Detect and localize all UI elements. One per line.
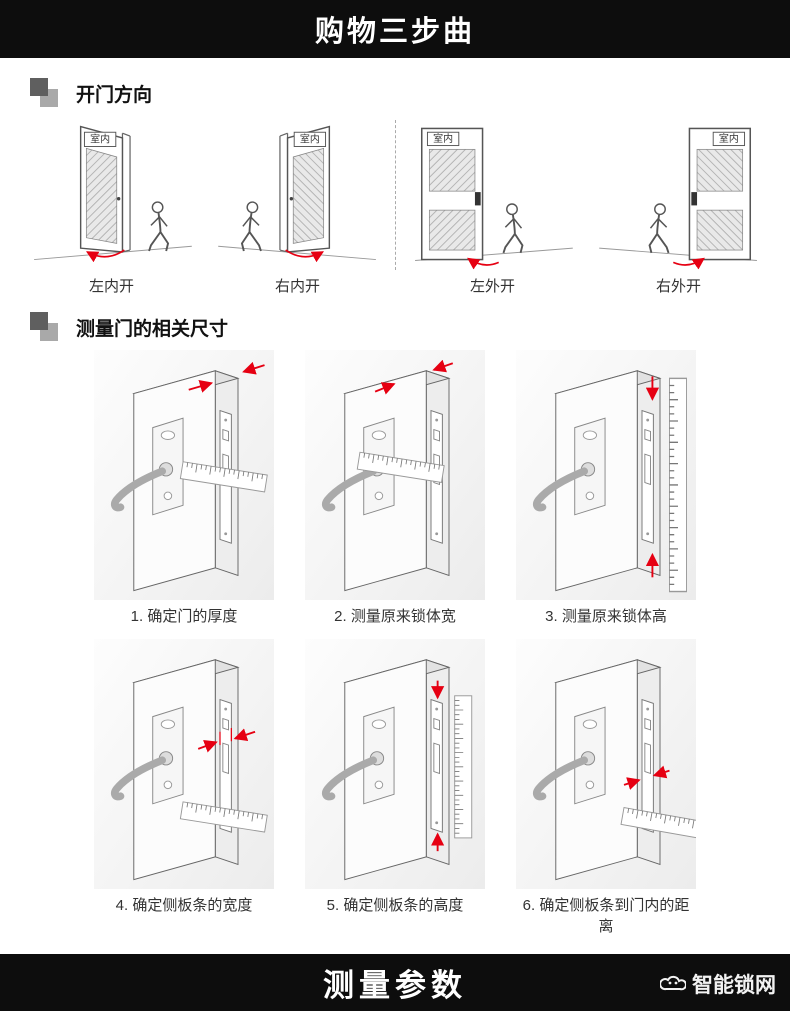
indoor-label: 室内 [718,132,738,145]
watermark: 智能锁网 [660,969,776,999]
measure-arrows-icon [374,359,454,395]
bullet-squares-icon [30,312,60,342]
door-lock-drawing [537,660,660,880]
step-caption: 1. 确定门的厚度 [130,608,238,625]
watermark-text: 智能锁网 [692,974,776,997]
door-lock-drawing [115,660,238,880]
bullet-squares-icon [30,78,60,108]
door-lock-drawing [537,371,660,591]
door-lock-drawing [326,660,449,880]
section-title-measure: 测量门的相关尺寸 [76,318,229,340]
measure-step-2: 2. 测量原来锁体宽 [305,350,485,626]
measure-step-2-illustration [305,350,485,600]
step-caption: 5. 确定侧板条的高度 [326,897,464,914]
top-banner-title: 购物三步曲 [314,16,475,48]
door-diagram-right-inward: 室内 右内开 [206,118,390,296]
door-diagram-left-inward: 室内 左内开 [20,118,204,296]
watermark-logo-icon [660,975,686,991]
bottom-banner: 测量参数 [0,954,790,1011]
measure-step-4-illustration [94,639,274,889]
indoor-label: 室内 [90,133,110,146]
door-direction-row: 室内 左内开 室内 右内开 室内 左外开 室内 右外开 [0,112,790,296]
front-door-drawing [599,128,757,265]
door-left-outward-illustration: 室内 [401,118,585,270]
measure-step-5-illustration [305,639,485,889]
measure-step-1-illustration [94,350,274,600]
door-diagram-left-outward: 室内 左外开 [401,118,585,296]
open-door-drawing [34,127,192,260]
door-diagram-right-outward: 室内 右外开 [587,118,771,296]
measure-step-3: 3. 测量原来锁体高 [516,350,696,626]
bottom-banner-title: 测量参数 [323,968,467,1003]
step-caption: 4. 确定侧板条的宽度 [115,897,253,914]
measure-arrows-icon [197,728,256,753]
door-caption: 左外开 [469,278,515,295]
section-header-measure: 测量门的相关尺寸 [30,312,790,342]
ruler-icon [668,377,688,593]
top-banner: 购物三步曲 [0,0,790,58]
section-header-open-direction: 开门方向 [30,78,790,108]
dashed-divider [394,120,396,270]
measure-step-1: 1. 确定门的厚度 [94,350,274,626]
measure-steps-grid: 1. 确定门的厚度 2. 测量原来锁体宽 [0,350,790,936]
measure-step-6: 6. 确定侧板条到门内的距离 [516,639,696,936]
step-caption: 6. 确定侧板条到门内的距离 [522,897,690,935]
measure-step-5: 5. 确定侧板条的高度 [305,639,485,936]
measure-step-4: 4. 确定侧板条的宽度 [94,639,274,936]
section-title-open-direction: 开门方向 [76,84,153,106]
door-left-inward-illustration: 室内 [20,118,204,270]
measure-arrows-icon [188,361,265,393]
indoor-label: 室内 [433,132,453,145]
ruler-icon [454,695,473,839]
indoor-label: 室内 [299,133,319,146]
step-caption: 2. 测量原来锁体宽 [334,608,456,625]
open-door-drawing [218,127,376,260]
measure-step-6-illustration [516,639,696,889]
front-door-drawing [415,128,573,265]
door-caption: 左内开 [88,278,134,295]
measure-step-3-illustration [516,350,696,600]
door-caption: 右内开 [274,278,320,295]
door-caption: 右外开 [655,278,701,295]
door-right-inward-illustration: 室内 [206,118,390,270]
door-right-outward-illustration: 室内 [587,118,771,270]
step-caption: 3. 测量原来锁体高 [545,608,667,625]
measure-arrows-icon [623,765,670,790]
